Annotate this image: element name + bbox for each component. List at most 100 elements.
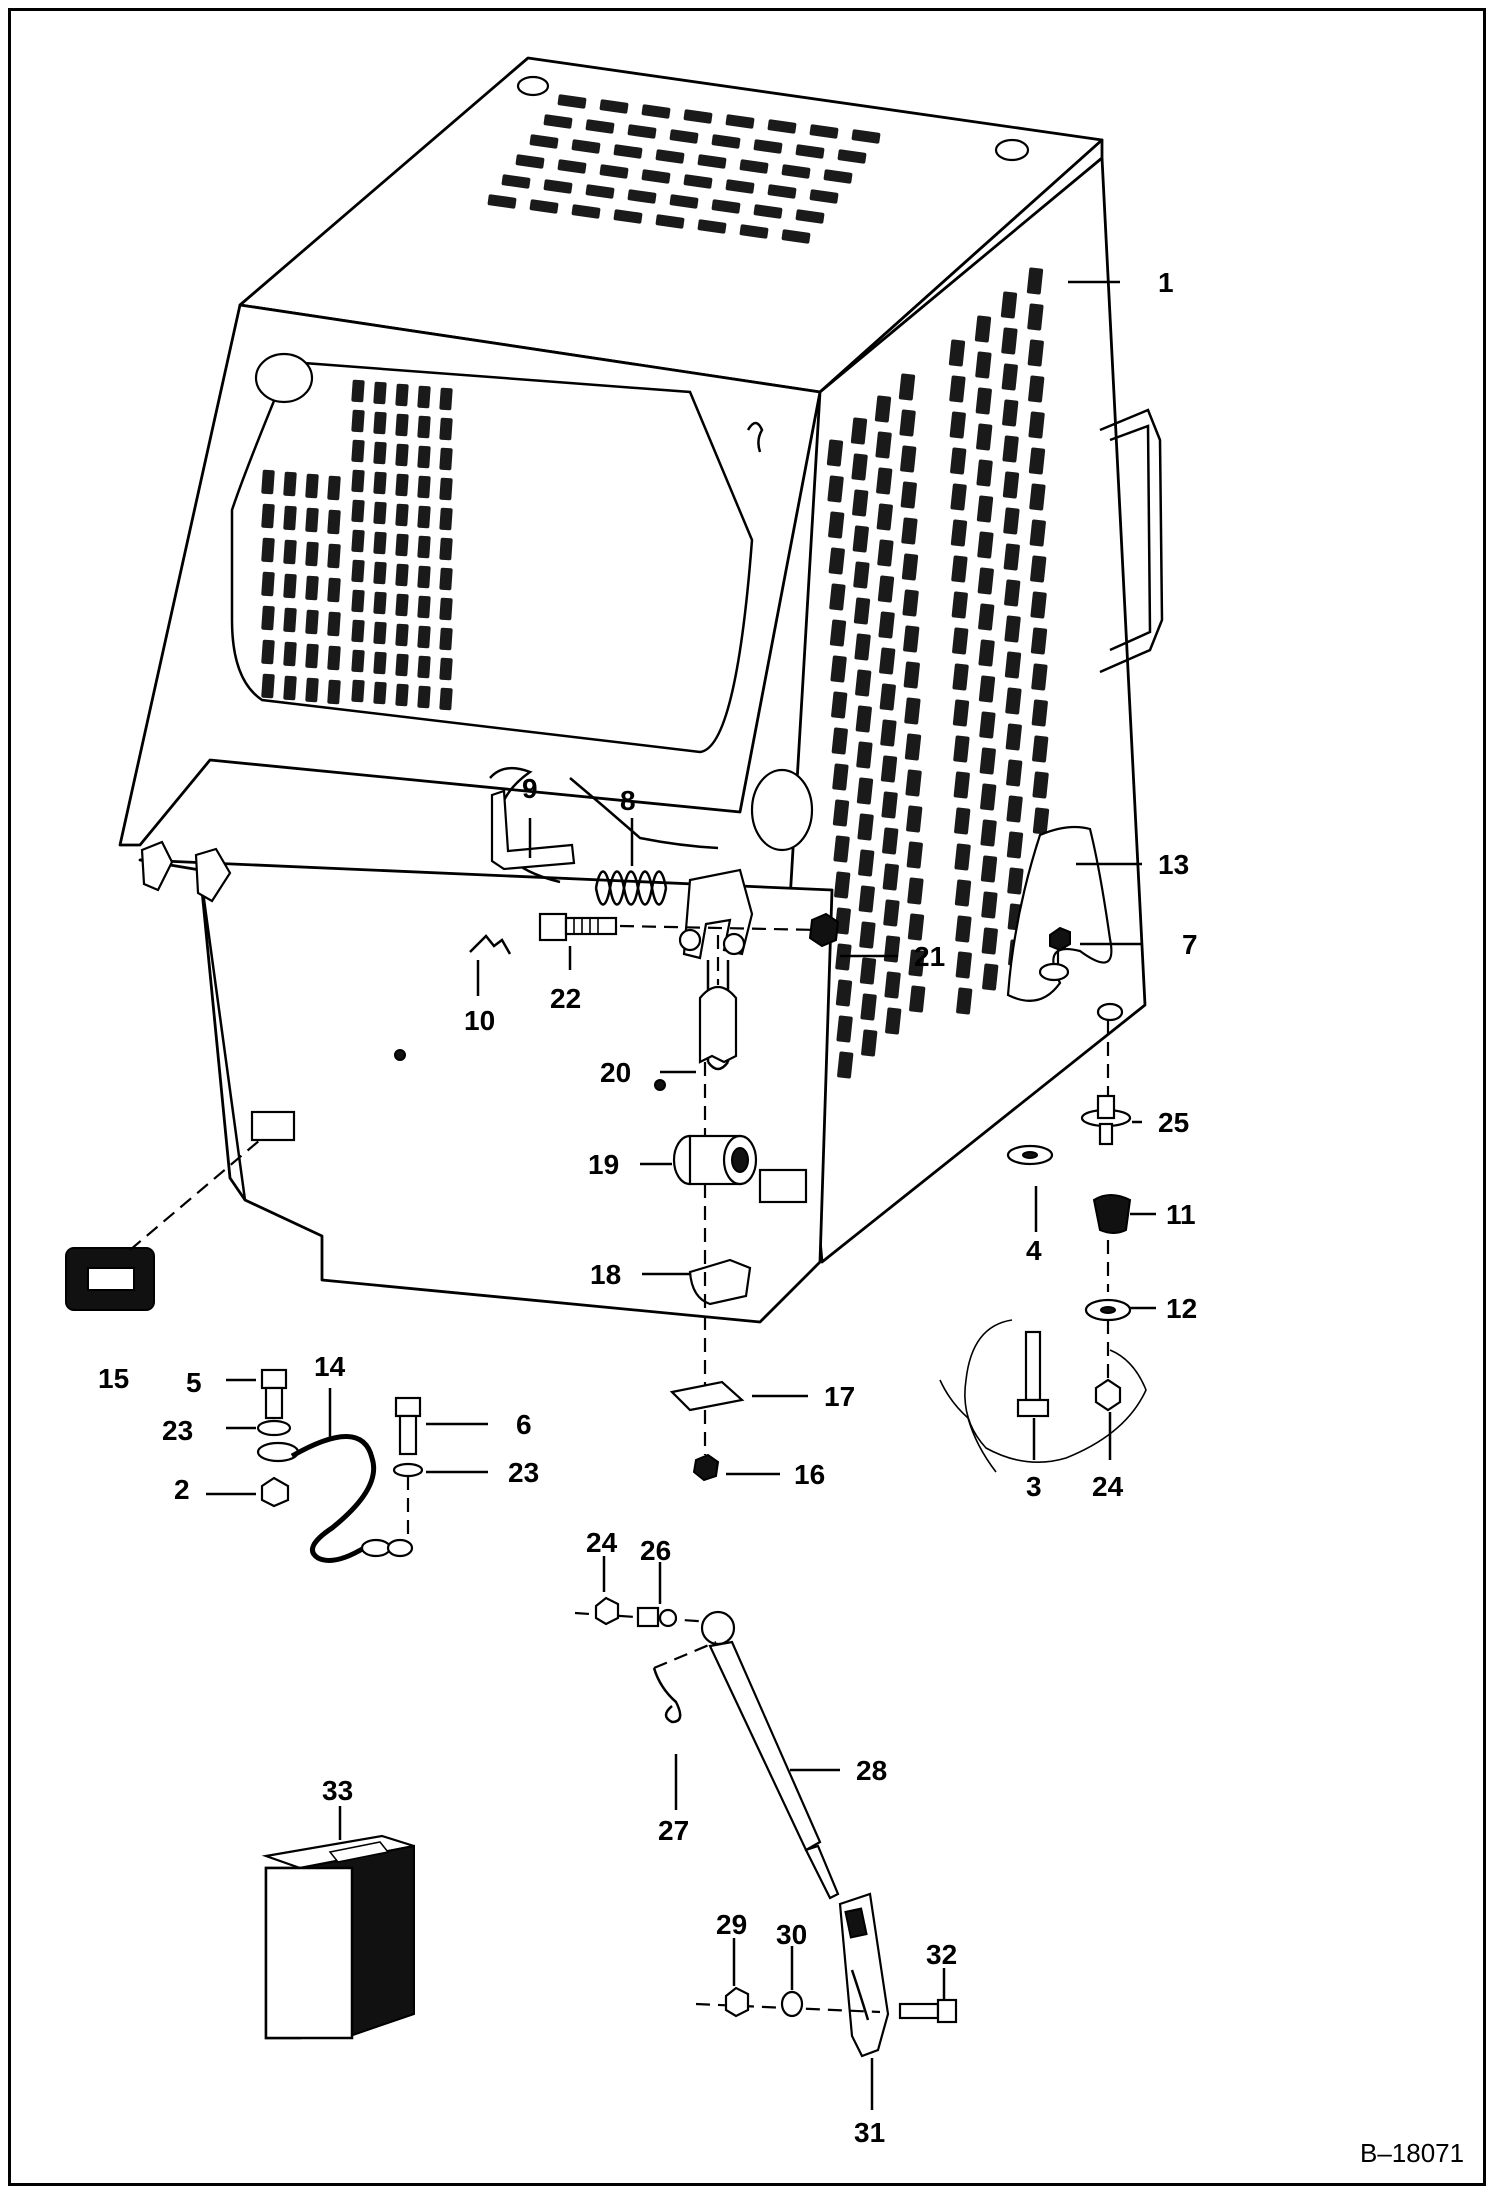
vent-slot — [283, 641, 297, 667]
vent-slot — [305, 677, 319, 703]
vent-slot — [954, 807, 971, 835]
front-screen-slots — [261, 379, 453, 711]
spring-clip — [652, 1667, 682, 1724]
vent-slot — [373, 381, 387, 405]
vent-slot — [861, 1029, 878, 1057]
vent-slot — [261, 639, 275, 665]
vent-slot — [395, 413, 409, 437]
callout-30: 30 — [776, 1919, 807, 1950]
vent-slot — [327, 509, 341, 535]
vent-slot — [1001, 327, 1018, 355]
vent-slot — [976, 495, 994, 523]
vent-slot — [981, 891, 998, 919]
vent-slot — [373, 501, 387, 525]
vent-slot — [1031, 699, 1048, 727]
vent-slot — [955, 915, 972, 943]
vent-slot — [878, 611, 895, 639]
vent-slot — [439, 567, 453, 591]
vent-slot — [880, 755, 898, 783]
retaining-clip — [469, 934, 512, 955]
callout-22: 22 — [550, 983, 581, 1014]
vent-slot — [571, 139, 601, 154]
vent-slot — [826, 439, 844, 467]
callout-10: 10 — [464, 1005, 495, 1036]
vent-slot — [641, 169, 671, 184]
vent-slot — [351, 589, 365, 613]
vent-slot — [1032, 807, 1050, 835]
drawing-reference-number: B–18071 — [1360, 2138, 1464, 2168]
callout-11: 11 — [1166, 1199, 1196, 1230]
vent-slot — [351, 499, 365, 523]
vent-slot — [641, 104, 671, 119]
vent-slot — [860, 993, 877, 1021]
vent-slot — [1032, 771, 1049, 799]
vent-slot — [417, 505, 431, 529]
vent-slot — [395, 623, 409, 647]
callout-2: 2 — [174, 1474, 190, 1505]
vent-slot — [955, 951, 972, 979]
vent-slot — [952, 663, 969, 691]
vent-slot — [1029, 519, 1046, 547]
vent-slot — [373, 531, 387, 555]
vent-slot — [1002, 399, 1019, 427]
vent-slot — [1001, 363, 1018, 391]
lock-washer — [256, 1419, 292, 1437]
vent-slot — [417, 535, 431, 559]
mount-washer — [1038, 962, 1070, 982]
vent-slot — [977, 567, 994, 595]
vent-slot — [781, 164, 811, 179]
vent-slot — [1028, 411, 1045, 439]
vent-slot — [585, 184, 615, 199]
door-latch — [746, 421, 764, 453]
vent-slot — [898, 373, 916, 401]
vent-slot — [515, 154, 545, 169]
lock-nut — [692, 1453, 720, 1482]
vent-slot — [858, 885, 875, 913]
vent-slot — [327, 645, 341, 671]
vent-slot — [950, 483, 967, 511]
vent-slot — [283, 505, 297, 531]
vent-slot — [351, 559, 365, 583]
vent-slot — [881, 791, 898, 819]
small-hole — [654, 1079, 666, 1091]
grab-handle — [1099, 408, 1164, 674]
vent-slot — [417, 475, 431, 499]
vent-slot — [903, 625, 920, 653]
vent-slot — [1027, 303, 1044, 331]
callout-7: 7 — [1182, 929, 1198, 960]
vent-slot — [1029, 483, 1046, 511]
vent-slot — [613, 144, 643, 159]
latch-pin — [490, 789, 576, 871]
vent-slot — [261, 503, 275, 529]
vent-slot — [711, 134, 741, 149]
vent-slot — [1000, 291, 1018, 319]
small-hole — [394, 1049, 406, 1061]
washer-hole — [1100, 1306, 1116, 1314]
vent-slot — [543, 114, 573, 129]
vent-slot — [900, 445, 917, 473]
callout-8: 8 — [620, 785, 636, 816]
vent-slot — [854, 633, 871, 661]
vent-slot — [1003, 507, 1020, 535]
vent-slot — [976, 423, 993, 451]
callout-23a: 23 — [162, 1415, 193, 1446]
roof-hole — [994, 138, 1030, 162]
vent-slot — [395, 533, 409, 557]
vent-slot — [439, 447, 453, 471]
pivot-bolt — [538, 912, 618, 942]
bracket-edge — [850, 1969, 870, 2021]
assembly-line — [619, 924, 821, 932]
vent-slot — [439, 477, 453, 501]
lower-slot-left — [250, 1110, 296, 1142]
vent-slot — [351, 439, 365, 463]
vent-slot — [283, 471, 297, 497]
vent-slot — [837, 1051, 854, 1079]
vent-slot — [859, 957, 877, 985]
callout-18: 18 — [590, 1259, 621, 1290]
vent-slot — [439, 627, 453, 651]
vent-slot — [373, 441, 387, 465]
callout-13: 13 — [1158, 849, 1189, 880]
ground-cable — [290, 1434, 377, 1563]
vent-slot — [1006, 831, 1024, 859]
vent-slot — [501, 174, 531, 189]
